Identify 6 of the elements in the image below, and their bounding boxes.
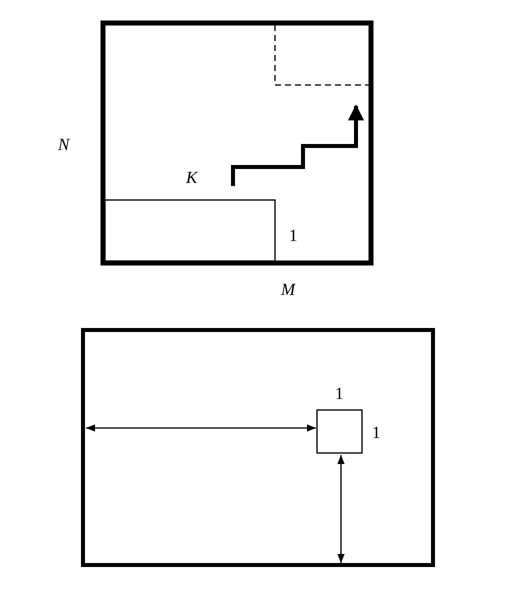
variable-label: K (186, 169, 198, 187)
dimension-label: 1 (289, 227, 298, 245)
variable-label: M (281, 281, 296, 299)
variable-label: N (58, 136, 70, 154)
dimension-label: 1 (372, 424, 380, 442)
dimension-label: 1 (335, 385, 344, 403)
